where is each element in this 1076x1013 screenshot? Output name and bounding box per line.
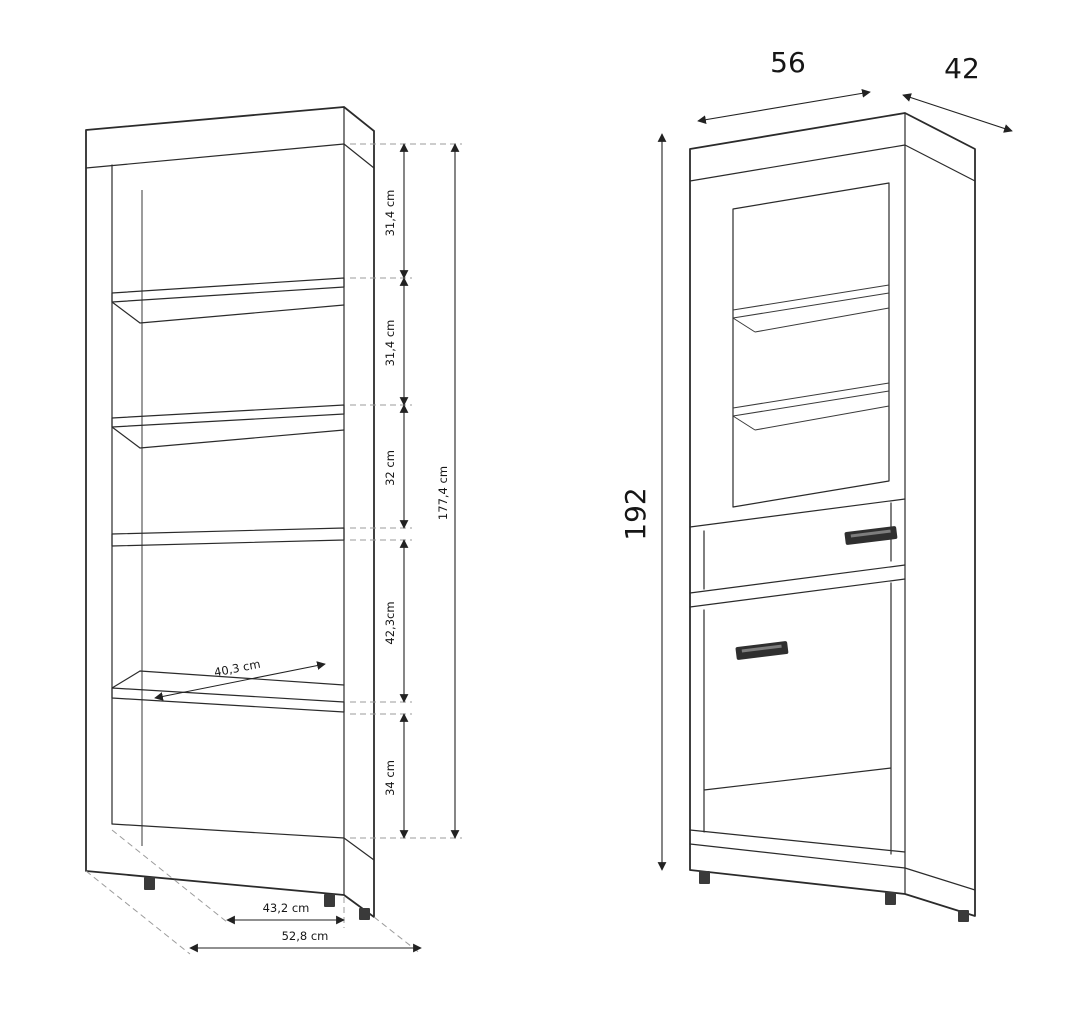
right-top-slab-underside: [689, 144, 976, 182]
left-width-dimensions: 43,2 cm 52,8 cm: [189, 901, 422, 953]
drawer-handle: [844, 526, 898, 545]
dim-label-total-height: 177,4 cm: [436, 466, 450, 520]
right-overall-dimensions: 56 42 192: [619, 46, 1013, 871]
left-top-slab-underside: [85, 143, 375, 169]
dim-label-width: 56: [770, 46, 806, 79]
drawer-front: [689, 498, 906, 594]
lower-door: [689, 578, 906, 855]
foot: [699, 871, 710, 884]
dim-label-depth: 42: [944, 52, 980, 85]
foot: [144, 877, 155, 890]
foot: [885, 892, 896, 905]
dim-line-shelf-depth: [154, 661, 326, 701]
left-shelf-1: [111, 277, 345, 324]
dim-label-gap-3: 32 cm: [383, 450, 397, 486]
glass-shelf-upper: [732, 284, 890, 333]
dim-label-gap-5: 34 cm: [383, 760, 397, 796]
glass-shelf-lower: [732, 382, 890, 431]
door-handle: [735, 641, 789, 660]
left-view-open-cabinet: [85, 106, 375, 920]
dim-label-gap-2: 31,4 cm: [383, 320, 397, 367]
right-cabinet-feet: [699, 871, 969, 922]
left-bottom-panel: [111, 823, 375, 861]
left-dimension-chain: 31,4 cm 31,4 cm 32 cm 42,3cm 34 cm 177,4…: [383, 143, 460, 839]
foot: [359, 908, 370, 920]
foot: [958, 910, 969, 922]
left-shelf-3-fixed: [111, 527, 345, 547]
right-view-closed-cabinet: [689, 112, 976, 922]
dim-label-gap-4: 42,3cm: [383, 601, 397, 644]
left-shelf-2: [111, 404, 345, 449]
drawer-handle-highlight: [850, 529, 891, 538]
dim-label-outer-width: 52,8 cm: [282, 929, 329, 943]
left-cabinet-feet: [144, 877, 370, 920]
dim-line-width: [697, 88, 871, 125]
dim-line-depth: [902, 93, 1013, 133]
left-cabinet-silhouette: [85, 106, 375, 918]
dim-label-inner-width: 43,2 cm: [263, 901, 310, 915]
door-handle-highlight: [741, 644, 782, 653]
foot: [324, 894, 335, 907]
dim-label-height: 192: [619, 487, 652, 540]
dim-label-gap-1: 31,4 cm: [383, 190, 397, 237]
right-plinth-line: [689, 843, 976, 891]
